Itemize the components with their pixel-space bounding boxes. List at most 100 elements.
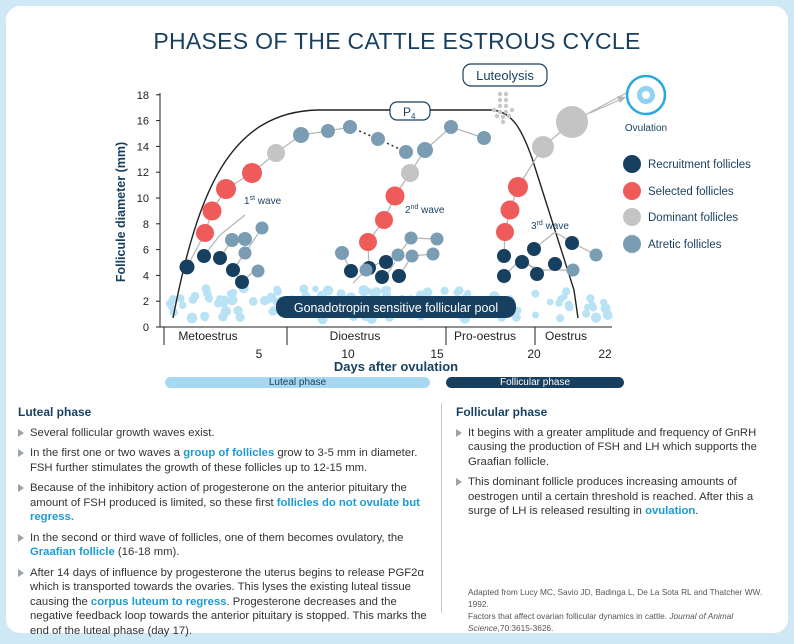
bullet-icon bbox=[18, 484, 24, 492]
follicle-rec bbox=[235, 275, 249, 289]
follicle-rec bbox=[179, 259, 195, 275]
pool-dot bbox=[562, 287, 571, 296]
pool-dot bbox=[274, 288, 282, 296]
follicle-atr bbox=[399, 145, 413, 159]
luteal-bullet-1: Several follicular growth waves exist. bbox=[18, 426, 428, 441]
wave-label-1: 1st wave bbox=[244, 195, 282, 207]
phase-label-dioestrus: Dioestrus bbox=[330, 329, 381, 343]
pool-dot bbox=[589, 303, 597, 312]
follicle-sel bbox=[508, 177, 528, 197]
bullet-icon bbox=[18, 568, 24, 577]
y-tick-label: 4 bbox=[143, 270, 149, 282]
luteolysis-arrow-dot bbox=[506, 113, 512, 119]
page-title: PHASES OF THE CATTLE ESTROUS CYCLE bbox=[153, 28, 641, 54]
follicle-rec bbox=[548, 257, 562, 271]
pool-dot bbox=[602, 310, 613, 320]
follicle-rec bbox=[375, 270, 389, 284]
follicle-dom bbox=[556, 106, 588, 138]
luteolysis-arrow-dot bbox=[503, 91, 509, 97]
legend-swatch-recruitment bbox=[623, 155, 641, 173]
pool-dot bbox=[190, 291, 200, 301]
follicle-rec bbox=[226, 263, 240, 277]
legend-label-dominant: Dominant follicles bbox=[648, 212, 738, 224]
pool-dot bbox=[248, 297, 258, 306]
follicle-sel bbox=[216, 179, 236, 199]
y-axis-title: Follicule diameter (mm) bbox=[114, 142, 128, 282]
follicle-sel bbox=[496, 223, 514, 241]
pool-dot bbox=[440, 286, 449, 295]
luteolysis-arrow-dot bbox=[491, 107, 497, 113]
follicle-connector bbox=[219, 214, 246, 236]
follicle-atr bbox=[321, 124, 335, 138]
luteolysis-arrow-dot bbox=[503, 103, 509, 109]
follicle-atr bbox=[417, 142, 433, 158]
pool-dot bbox=[299, 284, 309, 294]
luteal-bullet-2: In the first one or two waves a group of… bbox=[18, 446, 428, 475]
x-tick-20: 20 bbox=[527, 347, 541, 361]
follicle-atr bbox=[371, 132, 385, 146]
luteolysis-arrow-dot bbox=[500, 114, 506, 120]
follicle-rec bbox=[515, 255, 529, 269]
follicle-dom bbox=[267, 144, 285, 162]
follicle-atr bbox=[391, 248, 405, 262]
y-tick-label: 6 bbox=[143, 245, 149, 257]
progesterone-curve bbox=[172, 109, 579, 319]
x-tick-10: 10 bbox=[341, 347, 355, 361]
column-divider bbox=[441, 403, 442, 613]
luteolysis-arrow-dot bbox=[494, 113, 500, 119]
follicle-rec bbox=[530, 267, 544, 281]
legend-swatch-dominant bbox=[623, 208, 641, 226]
follicles bbox=[179, 106, 603, 289]
phase-label-metoestrus: Metoestrus bbox=[178, 329, 237, 343]
pool-dot bbox=[220, 306, 232, 317]
source-citation: Adapted from Lucy MC, Savio JD, Badinga … bbox=[468, 587, 763, 633]
phase-label-pro-oestrus: Pro-oestrus bbox=[454, 329, 516, 343]
follicle-atr bbox=[238, 246, 252, 260]
luteal-heading: Luteal phase bbox=[18, 405, 92, 419]
luteolysis-arrow-dot bbox=[503, 109, 509, 115]
pool-dot bbox=[531, 289, 540, 298]
pool-dot bbox=[176, 294, 185, 303]
follicle-sel bbox=[359, 233, 377, 251]
follicle-sel bbox=[375, 211, 393, 229]
follicular-phase-bar: Follicular phase bbox=[446, 377, 624, 388]
follicle-atr bbox=[335, 246, 349, 260]
luteolysis-badge bbox=[462, 63, 548, 87]
luteolysis-arrow-dot bbox=[497, 109, 503, 115]
pool-dot bbox=[168, 304, 176, 312]
follicle-dom bbox=[401, 164, 419, 182]
luteolysis-arrow-dot bbox=[509, 107, 515, 113]
follicle-atr bbox=[255, 221, 269, 235]
follicle-atr bbox=[293, 127, 309, 143]
pool-dot bbox=[512, 312, 521, 322]
pool-dot bbox=[268, 307, 277, 316]
wave-label-3: 3rd wave bbox=[531, 220, 569, 232]
follicle-rec bbox=[565, 236, 579, 250]
follicle-atr bbox=[405, 249, 419, 263]
x-tick-15: 15 bbox=[430, 347, 444, 361]
pool-dot bbox=[186, 312, 198, 324]
luteal-phase-section: Luteal phase Several follicular growth w… bbox=[18, 405, 428, 644]
y-tick-label: 12 bbox=[137, 167, 149, 179]
y-tick-label: 16 bbox=[137, 116, 149, 128]
pool-dot bbox=[586, 294, 595, 303]
follicle-atr bbox=[566, 263, 580, 277]
legend-label-atretic: Atretic follicles bbox=[648, 239, 722, 251]
luteal-bullet-4: In the second or third wave of follicles… bbox=[18, 531, 428, 560]
pool-dot bbox=[205, 295, 213, 303]
pool-dot bbox=[358, 285, 370, 296]
luteolysis-arrow-dot bbox=[497, 91, 503, 97]
follicle-sel bbox=[500, 200, 520, 220]
pool-label: Gonadotropin sensitive follicular pool bbox=[294, 301, 498, 315]
x-tick-5: 5 bbox=[256, 347, 263, 361]
follicle-atr bbox=[430, 232, 444, 246]
luteal-bullet-3: Because of the inhibitory action of prog… bbox=[18, 481, 428, 525]
follicle-atr bbox=[444, 120, 458, 134]
follicle-rec bbox=[197, 249, 211, 263]
p4-label: P4 bbox=[403, 105, 416, 121]
legend-label-recruitment: Recruitment follicles bbox=[648, 159, 751, 171]
pool-dot bbox=[565, 303, 574, 312]
y-tick-label: 18 bbox=[137, 90, 149, 102]
follicle-atr bbox=[426, 247, 440, 261]
